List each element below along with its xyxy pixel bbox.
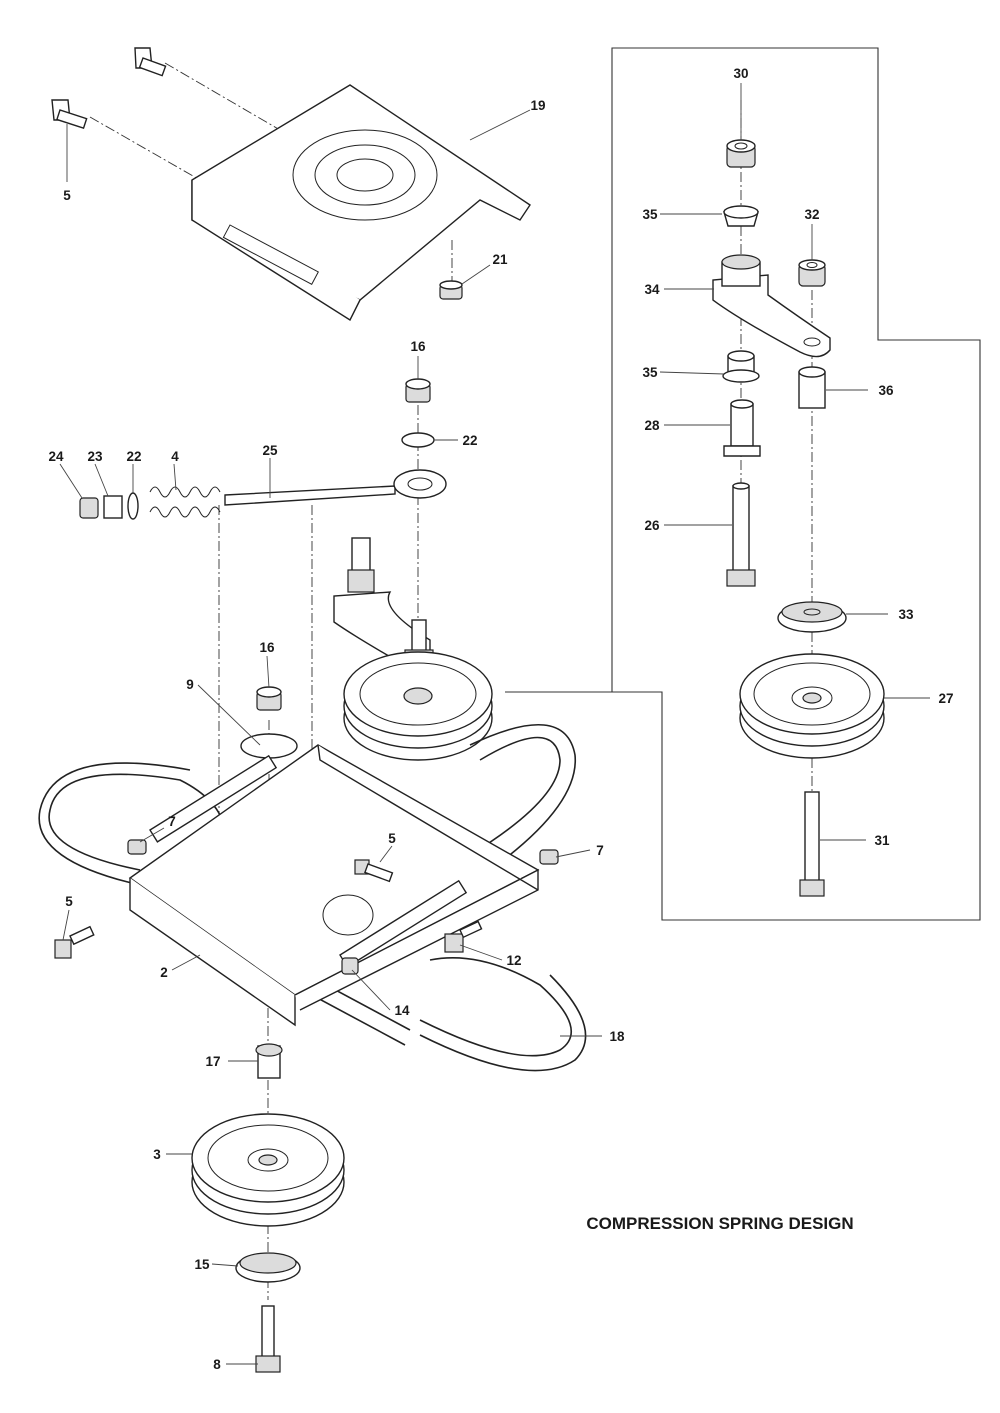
nut-30: [726, 139, 756, 168]
callout-30: 30: [733, 66, 748, 81]
nut-16-mid: [256, 686, 282, 711]
bolt-12: [444, 920, 483, 953]
bushing-17: [255, 1043, 283, 1079]
callout-5-left: 5: [65, 894, 73, 909]
callout-9: 9: [186, 677, 194, 692]
callout-25: 25: [262, 443, 278, 458]
callout-33: 33: [898, 607, 914, 622]
callout-31: 31: [874, 833, 890, 848]
callout-5-mid: 5: [388, 831, 396, 846]
bracket-2: [128, 744, 540, 1027]
callout-7-left: 7: [168, 814, 176, 829]
bolt-5-top-a: [134, 47, 167, 77]
callout-labels: 30 35 32 34 35 36 28 26 33 27 31 5 19 21…: [48, 66, 953, 1372]
nut-7-left: [127, 839, 147, 855]
diagram-title: COMPRESSION SPRING DESIGN: [586, 1214, 853, 1233]
bolt-5-top-b: [51, 99, 88, 130]
spring-4: [149, 486, 221, 498]
callout-16-mid: 16: [259, 640, 275, 655]
callout-28: 28: [644, 418, 660, 433]
callout-18: 18: [609, 1029, 625, 1044]
spacer-36: [798, 366, 826, 409]
callout-27: 27: [938, 691, 953, 706]
leader-lines: [59, 83, 930, 1365]
belt-guard-19: [191, 84, 531, 322]
bushing-35-top: [723, 205, 759, 227]
nut-21: [439, 280, 463, 300]
callout-14: 14: [394, 1003, 410, 1018]
inset-assembly: [712, 100, 885, 897]
nut-16-top: [405, 378, 431, 403]
bushing-23: [103, 495, 123, 519]
dust-cap-33: [777, 601, 847, 633]
idler-arm-34: [712, 254, 831, 358]
callout-3: 3: [153, 1147, 161, 1162]
callout-26: 26: [644, 518, 660, 533]
bolt-31: [799, 791, 825, 897]
callout-7-right: 7: [596, 843, 604, 858]
washer-22-left: [127, 492, 139, 520]
nut-32: [798, 259, 826, 287]
spring-rod-25: [224, 469, 447, 506]
nut-7-right: [539, 849, 559, 865]
washer-22-top: [401, 432, 435, 448]
callout-8: 8: [213, 1357, 221, 1372]
callout-16-top: 16: [410, 339, 426, 354]
callout-35-bottom: 35: [642, 365, 658, 380]
callout-36: 36: [878, 383, 894, 398]
dust-cap-15: [235, 1252, 301, 1283]
callout-22-right: 22: [462, 433, 477, 448]
main-assembly: [38, 47, 587, 1373]
washer-9: [240, 733, 298, 759]
pulley-3: [191, 1113, 345, 1227]
callout-19: 19: [530, 98, 545, 113]
pulley-main-top: [343, 651, 493, 761]
pulley-27: [739, 653, 885, 759]
callout-2: 2: [160, 965, 168, 980]
callout-34: 34: [644, 282, 660, 297]
bushing-28: [723, 399, 761, 457]
bolt-26: [726, 482, 756, 587]
callout-32: 32: [804, 207, 819, 222]
callout-24: 24: [48, 449, 64, 464]
bolt-5-mid: [354, 859, 394, 883]
bushing-35-bottom: [722, 350, 760, 383]
callout-35-top: 35: [642, 207, 658, 222]
bolt-8: [255, 1305, 281, 1373]
callout-17: 17: [205, 1054, 220, 1069]
callout-15: 15: [194, 1257, 210, 1272]
callout-12: 12: [506, 953, 521, 968]
callout-4: 4: [171, 449, 179, 464]
callout-23: 23: [87, 449, 103, 464]
callout-21: 21: [492, 252, 508, 267]
nut-24: [79, 497, 99, 519]
callout-5-top: 5: [63, 188, 71, 203]
bolt-5-left: [54, 925, 95, 959]
nut-14: [341, 957, 359, 975]
callout-22-left: 22: [126, 449, 141, 464]
